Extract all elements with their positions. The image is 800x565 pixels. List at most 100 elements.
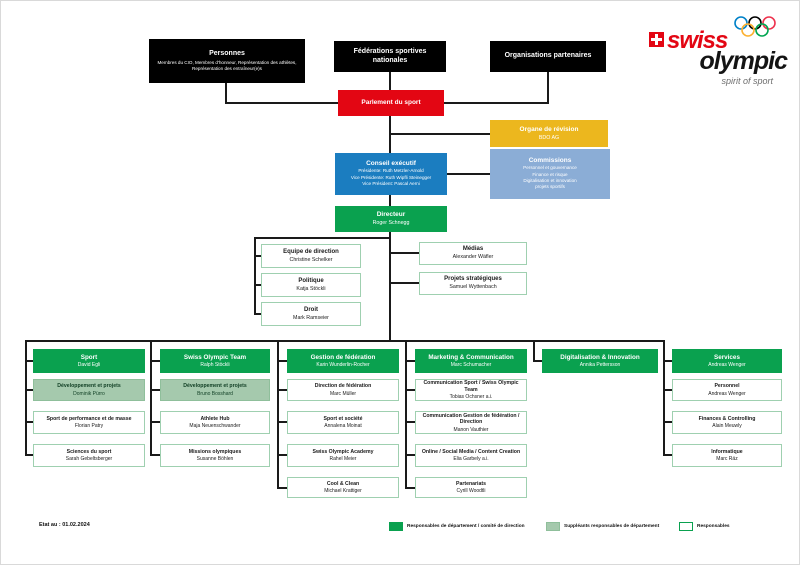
connector	[447, 173, 490, 175]
connector	[389, 133, 490, 135]
node-name: Christine Schelker	[289, 256, 333, 263]
unit-name: Elia Garbely a.i.	[453, 456, 489, 463]
legend-swatch-green	[389, 522, 403, 531]
connector	[277, 421, 287, 423]
dept-title: Services	[714, 353, 740, 361]
node-name: Roger Schnegg	[372, 220, 410, 227]
olympic-rings-icon	[734, 16, 777, 37]
logo-tagline: spirit of sport	[721, 76, 773, 87]
unit-sport-et-societe: Sport et société Annalena Moinat	[287, 411, 399, 434]
logo-olympic-text: olympic	[699, 47, 788, 75]
connector	[277, 389, 287, 391]
unit-title: Online / Social Media / Content Creation	[421, 448, 521, 455]
node-title: Commissions	[528, 157, 572, 165]
dept-services: Services Andreas Wenger	[672, 349, 782, 373]
logo-swiss-text: swiss	[667, 26, 728, 54]
unit-name: Marc Müller	[329, 390, 357, 397]
node-politique: Politique Katja Stöckli	[261, 273, 361, 297]
unit-title: Sport et société	[323, 415, 363, 422]
unit-personnel: Personnel Andreas Wenger	[672, 379, 782, 401]
connector	[663, 360, 672, 362]
connector	[150, 340, 152, 456]
connector	[405, 454, 415, 456]
unit-title: Communication Gestion de fédération / Di…	[422, 412, 520, 426]
conseil-line: Présidente: Ruth Metzler-Arnold	[358, 168, 424, 174]
connector	[254, 313, 261, 315]
node-title: Fédérations sportives nationales	[353, 47, 427, 64]
legend-item-responsables-departement: Responsables de département / comité de …	[389, 522, 525, 531]
connector	[150, 389, 160, 391]
connector	[663, 389, 672, 391]
connector	[25, 389, 34, 391]
connector	[405, 421, 415, 423]
node-organisations-partenaires: Organisations partenaires	[490, 41, 606, 72]
unit-name: Annalena Moinat	[324, 423, 362, 430]
dept-head-name: Annika Pettersson	[579, 361, 621, 368]
unit-title: Direction de fédération	[314, 383, 372, 390]
node-organe-de-revision: Organe de révision BDO AG	[490, 120, 608, 147]
connector	[405, 360, 415, 362]
legend-label: Suppléants responsables de département	[564, 524, 660, 529]
unit-title: Partenariats	[456, 480, 486, 487]
dept-title: Marketing & Communication	[428, 353, 514, 361]
connector	[150, 421, 160, 423]
connector	[277, 454, 287, 456]
unit-name: Dominik Pürro	[73, 390, 105, 397]
dept-head-name: Karin Wunderlin-Rocher	[316, 361, 370, 368]
connector	[405, 340, 407, 488]
unit-title: Personnel	[714, 383, 740, 390]
connector	[225, 102, 338, 104]
node-title: Personnes	[209, 49, 245, 57]
unit-title: Missions olympiques	[188, 448, 242, 455]
dept-marketing-communication: Marketing & Communication Marc Schumache…	[415, 349, 527, 373]
swiss-olympic-logo: swiss olympic spirit of sport	[649, 15, 789, 86]
unit-name: Marc Räz	[716, 456, 738, 463]
unit-name: Bruno Bosshard	[197, 390, 233, 397]
legend-swatch-white	[679, 522, 693, 531]
unit-name: Manon Vauthier	[453, 426, 489, 433]
unit-partenariats: Partenariats Cyrill Woodtli	[415, 477, 527, 498]
node-title: Equipe de direction	[283, 248, 339, 255]
dept-head-name: Marc Schumacher	[450, 361, 492, 368]
connector	[547, 72, 549, 103]
unit-title: Athlete Hub	[200, 415, 230, 422]
connector	[405, 389, 415, 391]
node-title: Droit	[304, 306, 318, 313]
status-date: Etat au : 01.02.2024	[39, 522, 90, 528]
connector	[25, 340, 665, 342]
dept-digitalisation-innovation: Digitalisation & Innovation Annika Pette…	[542, 349, 658, 373]
dept-title: Sport	[80, 353, 98, 361]
connector	[225, 83, 227, 103]
node-name: BDO AG	[538, 134, 560, 141]
connector	[443, 102, 549, 104]
node-subtitle: Membres du CIO, Membres d'honneur, Repré…	[157, 59, 297, 71]
node-title: Organisations partenaires	[504, 52, 592, 60]
unit-cool-and-clean: Cool & Clean Michael Krattiger	[287, 477, 399, 498]
unit-online-social-media: Online / Social Media / Content Creation…	[415, 444, 527, 467]
node-name: Alexander Wäfler	[452, 254, 494, 261]
node-name: Katja Stöckli	[296, 285, 326, 292]
commission-line: Finance et risque	[532, 171, 568, 177]
node-conseil-executif: Conseil exécutif Présidente: Ruth Metzle…	[335, 153, 447, 195]
node-projets-strategiques: Projets stratégiques Samuel Wyttenbach	[419, 272, 527, 295]
unit-title: Développement et projets	[57, 383, 121, 390]
connector	[405, 487, 415, 489]
node-federations-sportives: Fédérations sportives nationales	[334, 41, 446, 72]
connector	[533, 340, 535, 362]
unit-title: Communication Sport / Swiss Olympic Team	[423, 380, 519, 393]
unit-name: Tobias Ochsner a.i.	[449, 394, 493, 400]
conseil-line: Vice Président: Pascal Aerni	[362, 181, 420, 187]
unit-informatique: Informatique Marc Räz	[672, 444, 782, 467]
unit-title: Finances & Controlling	[698, 415, 756, 422]
unit-sciences-du-sport: Sciences du sport Sarah Gebeltsberger	[33, 444, 145, 467]
node-commissions: Commissions Personnel et gouvernance Fin…	[490, 149, 610, 199]
unit-developpement-projets-sport: Développement et projets Dominik Pürro	[33, 379, 145, 401]
dept-head-name: Andreas Wenger	[708, 361, 746, 368]
unit-title: Sciences du sport	[66, 448, 112, 455]
unit-sport-performance-masse: Sport de performance et de masse Florian…	[33, 411, 145, 434]
connector	[389, 195, 391, 206]
node-title: Parlement du sport	[361, 98, 421, 106]
connector	[277, 360, 287, 362]
unit-title: Cool & Clean	[326, 480, 360, 487]
conseil-line: Vice Présidente: Ruth Wipfli Steinegger	[350, 174, 432, 180]
